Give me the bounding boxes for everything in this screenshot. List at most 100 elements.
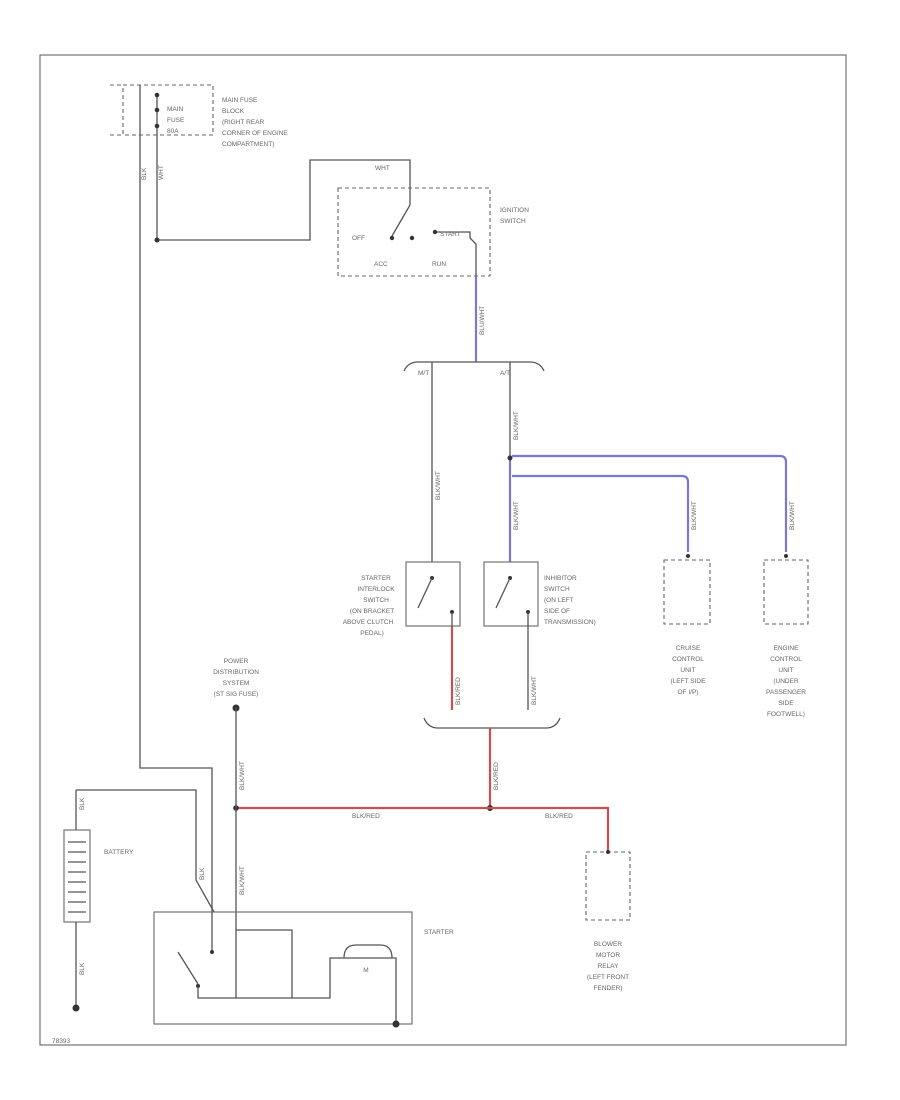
svg-text:DISTRIBUTION: DISTRIBUTION xyxy=(213,669,259,676)
wire-label-to-inhibitor: BLK/WHT xyxy=(513,501,520,530)
battery-ground xyxy=(72,1004,80,1012)
cruise-control-unit xyxy=(663,554,711,625)
svg-text:PEDAL): PEDAL) xyxy=(360,630,383,637)
svg-text:MOTOR: MOTOR xyxy=(596,952,620,959)
wire-label-inhibitor-out: BLK/WHT xyxy=(531,676,538,705)
inhibitor-switch xyxy=(483,561,539,627)
wire-fuse-wht xyxy=(156,128,411,241)
wire-label-main: BLK xyxy=(141,167,148,180)
fuse-label-1: MAIN xyxy=(167,106,184,113)
main-fuse-block-label: MAIN FUSE BLOCK (RIGHT REAR CORNER OF EN… xyxy=(222,97,288,148)
svg-text:SWITCH: SWITCH xyxy=(500,218,526,225)
starter-interlock-label: STARTER INTERLOCK SWITCH (ON BRACKET ABO… xyxy=(343,575,396,637)
svg-text:(LEFT SIDE: (LEFT SIDE xyxy=(671,678,707,685)
wire-label-at-split: BLK/WHT xyxy=(513,411,520,440)
battery-label: BATTERY xyxy=(104,849,134,856)
svg-text:RELAY: RELAY xyxy=(598,963,619,970)
ignition-switch: OFF START ACC RUN xyxy=(337,187,491,277)
svg-text:ENGINE: ENGINE xyxy=(774,645,800,652)
ign-pos-acc: ACC xyxy=(374,261,388,268)
cruise-control-label: CRUISE CONTROL UNIT (LEFT SIDE OF I/P) xyxy=(671,645,707,696)
wire-label-starter-sig: BLK/WHT xyxy=(239,866,246,895)
battery: BLK BLK BLK xyxy=(63,789,215,1012)
svg-text:OF I/P): OF I/P) xyxy=(678,689,699,696)
diagram-code: 78393 xyxy=(52,1038,70,1045)
wire-main-blk xyxy=(139,85,213,912)
wire-start-bus xyxy=(236,806,610,852)
svg-text:ABOVE CLUTCH: ABOVE CLUTCH xyxy=(343,619,394,626)
wire-label-interlock-out: BLK/RED xyxy=(455,677,462,705)
wire-label-bus-left: BLK/RED xyxy=(352,813,380,820)
starter-label: STARTER xyxy=(424,929,454,936)
svg-text:MAIN FUSE: MAIN FUSE xyxy=(222,97,258,104)
starter-interlock-switch xyxy=(405,561,461,627)
svg-text:(ST SIG FUSE): (ST SIG FUSE) xyxy=(214,691,259,698)
svg-text:IGNITION: IGNITION xyxy=(500,207,529,214)
motor-symbol xyxy=(343,944,393,959)
wire-label-to-cruise: BLK/WHT xyxy=(691,501,698,530)
wire-label-ign-out: BLU/WHT xyxy=(479,306,486,335)
blower-motor-relay-label: BLOWER MOTOR RELAY (LEFT FRONT FENDER) xyxy=(587,941,629,992)
svg-text:COMPARTMENT): COMPARTMENT) xyxy=(222,141,274,148)
svg-text:INHIBITOR: INHIBITOR xyxy=(544,575,577,582)
wire-label-batt-minus: BLK xyxy=(79,962,86,975)
svg-text:BLOWER: BLOWER xyxy=(594,941,622,948)
svg-text:CONTROL: CONTROL xyxy=(672,656,704,663)
ignition-switch-label: IGNITION SWITCH xyxy=(500,207,529,225)
svg-text:(UNDER: (UNDER xyxy=(773,678,799,685)
power-distribution-label: POWER DISTRIBUTION SYSTEM (ST SIG FUSE) xyxy=(213,658,259,698)
ign-pos-off: OFF xyxy=(352,235,365,242)
wire-label-batt-out: BLK xyxy=(199,867,206,880)
svg-text:CORNER OF ENGINE: CORNER OF ENGINE xyxy=(222,130,288,137)
svg-text:SWITCH: SWITCH xyxy=(363,597,389,604)
svg-text:UNIT: UNIT xyxy=(680,667,695,674)
svg-text:BLOCK: BLOCK xyxy=(222,108,245,115)
main-fuse-block: MAIN FUSE 80A xyxy=(110,84,214,136)
fuse-label-3: 80A xyxy=(167,128,179,135)
wire-to-ecu xyxy=(512,454,788,552)
svg-text:FENDER): FENDER) xyxy=(594,985,623,992)
svg-text:SWITCH: SWITCH xyxy=(544,586,570,593)
svg-text:SIDE OF: SIDE OF xyxy=(544,608,570,615)
svg-text:CRUISE: CRUISE xyxy=(676,645,701,652)
starter-ground xyxy=(392,1020,400,1028)
svg-text:(LEFT FRONT: (LEFT FRONT xyxy=(587,974,629,981)
wire-label-fuse-out: WHT xyxy=(158,165,165,180)
wire-label-to-ecu: BLK/WHT xyxy=(789,501,796,530)
ign-pos-run: RUN xyxy=(432,261,446,268)
branch-label-mt: M/T xyxy=(418,370,429,377)
svg-text:PASSENGER: PASSENGER xyxy=(766,689,806,696)
svg-text:POWER: POWER xyxy=(224,658,249,665)
wire-label-to-interlock: BLK/WHT xyxy=(435,471,442,500)
wire-label-merge-out: BLK/RED xyxy=(493,762,500,790)
splice-bracket-bottom xyxy=(423,717,561,729)
wire-to-cruise xyxy=(512,474,690,552)
branch-label-at: A/T xyxy=(500,370,510,377)
fuse-label-2: FUSE xyxy=(167,117,185,124)
svg-text:CONTROL: CONTROL xyxy=(770,656,802,663)
svg-text:UNIT: UNIT xyxy=(778,667,793,674)
svg-text:(ON LEFT: (ON LEFT xyxy=(544,597,574,604)
blower-motor-relay xyxy=(585,850,631,921)
wire-label-pds: BLK/WHT xyxy=(239,761,246,790)
svg-text:TRANSMISSION): TRANSMISSION) xyxy=(544,619,596,626)
starter: M xyxy=(153,911,413,1028)
engine-control-unit xyxy=(763,554,809,625)
splice-bracket-top xyxy=(403,361,545,372)
wire-label-bus-right: BLK/RED xyxy=(545,813,573,820)
wire-label-batt-plus: BLK xyxy=(79,797,86,810)
svg-text:STARTER: STARTER xyxy=(361,575,391,582)
wire-label-ign-feed: WHT xyxy=(375,165,390,172)
svg-text:FOOTWELL): FOOTWELL) xyxy=(767,711,805,718)
diagram-frame xyxy=(39,54,847,1046)
svg-text:SIDE: SIDE xyxy=(778,700,794,707)
svg-text:INTERLOCK: INTERLOCK xyxy=(357,586,395,593)
engine-control-label: ENGINE CONTROL UNIT (UNDER PASSENGER SID… xyxy=(766,645,806,718)
inhibitor-switch-label: INHIBITOR SWITCH (ON LEFT SIDE OF TRANSM… xyxy=(544,575,596,626)
starter-motor-letter: M xyxy=(363,967,368,974)
svg-text:SYSTEM: SYSTEM xyxy=(223,680,250,687)
ign-pos-start: START xyxy=(440,231,461,238)
svg-text:(ON BRACKET: (ON BRACKET xyxy=(350,608,394,615)
svg-text:(RIGHT REAR: (RIGHT REAR xyxy=(222,119,264,126)
